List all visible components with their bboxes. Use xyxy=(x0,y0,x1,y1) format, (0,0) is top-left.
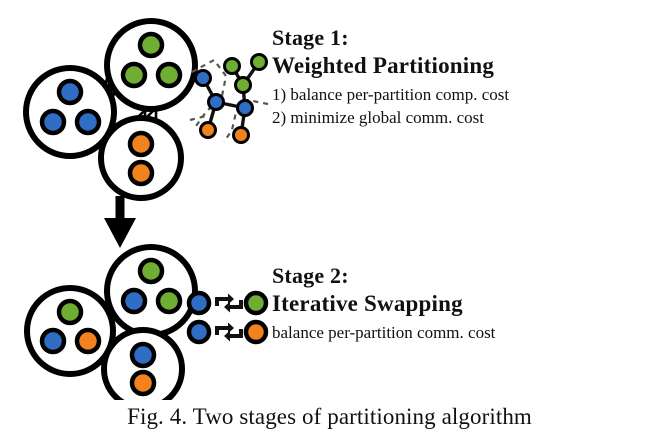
node-orange xyxy=(243,319,269,345)
node-orange xyxy=(127,159,155,187)
swap-row-1 xyxy=(186,290,269,316)
node-orange xyxy=(232,126,250,144)
node-blue xyxy=(74,108,102,136)
node-green xyxy=(56,298,84,326)
partitioned-graph-after xyxy=(24,244,198,400)
node-blue xyxy=(56,78,84,106)
stage-1-bullet-2: 2) minimize global comm. cost xyxy=(272,108,484,127)
stage-1-text-block: Stage 1: Weighted Partitioning 1) balanc… xyxy=(272,24,509,129)
node-blue xyxy=(39,108,67,136)
partition-circle-blue xyxy=(23,65,117,159)
partitioned-graph-before xyxy=(23,18,198,201)
mini-graph-nodes xyxy=(194,53,268,144)
stage-1-title: Weighted Partitioning xyxy=(272,53,495,78)
stage-1-label: Stage 1: xyxy=(272,25,349,50)
node-green xyxy=(155,61,183,89)
node-blue xyxy=(194,69,212,87)
swap-arrows-icon xyxy=(215,322,243,342)
figure-graphics xyxy=(23,18,269,400)
node-green xyxy=(155,287,183,315)
downward-flow-arrow xyxy=(104,196,136,248)
node-blue xyxy=(39,327,67,355)
node-green xyxy=(223,57,241,75)
figure-caption: Fig. 4. Two stages of partitioning algor… xyxy=(127,404,532,429)
node-green xyxy=(137,31,165,59)
node-blue xyxy=(120,287,148,315)
node-blue xyxy=(186,290,212,316)
stage-2-bullets: balance per-partition comm. cost xyxy=(272,321,495,344)
node-green xyxy=(120,61,148,89)
swap-arrows-icon xyxy=(215,293,243,313)
partition-circle-top xyxy=(104,244,198,338)
node-orange xyxy=(199,121,217,139)
stage-2-label: Stage 2: xyxy=(272,263,349,288)
weighted-partitioning-mini-graph xyxy=(189,53,269,144)
node-green xyxy=(234,76,252,94)
node-orange xyxy=(129,369,157,397)
node-green xyxy=(243,290,269,316)
partition-circle-bottom xyxy=(101,327,185,400)
stage-2-title: Iterative Swapping xyxy=(272,291,463,316)
node-blue xyxy=(236,99,254,117)
stage-2-text-block: Stage 2: Iterative Swapping balance per-… xyxy=(272,262,495,344)
partition-cut-lines xyxy=(189,58,269,143)
swap-row-2 xyxy=(186,319,269,345)
node-green xyxy=(250,53,268,71)
node-blue xyxy=(207,93,225,111)
node-green xyxy=(137,257,165,285)
partition-circle-orange xyxy=(98,115,184,201)
stage-1-bullets: 1) balance per-partition comp. cost 2) m… xyxy=(272,83,509,129)
stage-1-bullet-1: 1) balance per-partition comp. cost xyxy=(272,85,510,104)
node-orange xyxy=(74,327,102,355)
iterative-swapping-icon xyxy=(186,290,269,345)
stage-2-bullet-1: balance per-partition comm. cost xyxy=(272,323,496,342)
partition-circle-left xyxy=(24,285,116,377)
node-blue xyxy=(186,319,212,345)
node-orange xyxy=(127,130,155,158)
node-blue xyxy=(129,341,157,369)
partition-circle-green xyxy=(104,18,198,112)
